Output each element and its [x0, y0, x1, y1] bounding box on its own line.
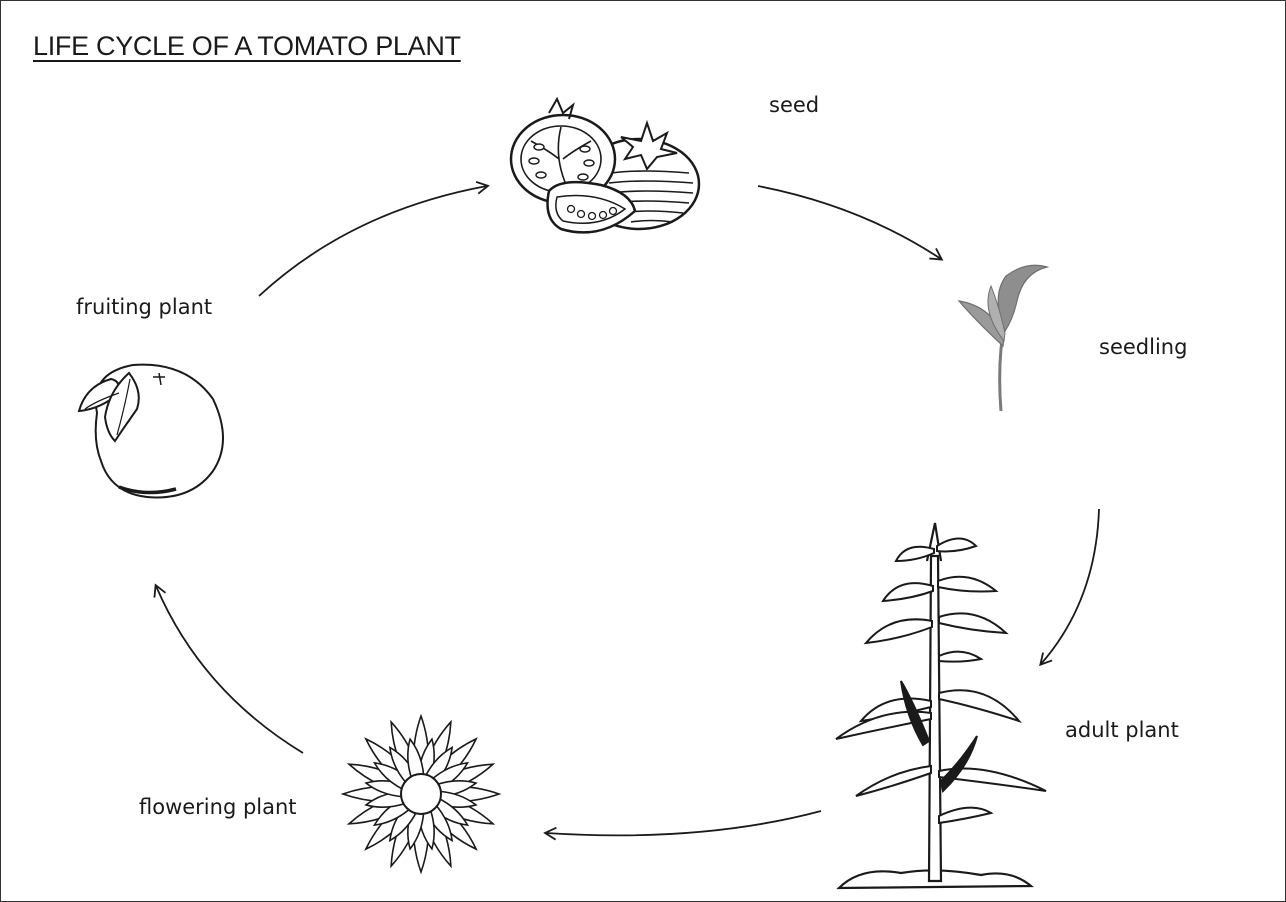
stage-label-flowering-plant: flowering plant	[139, 795, 297, 819]
arrow-adult-to-flowering	[546, 811, 821, 835]
adult-plant-icon	[836, 523, 1046, 888]
tomato-fruit-icon	[79, 365, 223, 498]
arrow-seed-to-seedling	[758, 186, 941, 259]
arrow-flowering-to-fruiting	[156, 586, 303, 753]
flower-icon	[343, 716, 499, 872]
stage-label-adult-plant: adult plant	[1065, 718, 1179, 742]
arrow-seedling-to-adult-plant	[1041, 509, 1099, 664]
stage-label-fruiting-plant: fruiting plant	[76, 295, 212, 319]
arrow-fruiting-to-seed	[259, 186, 487, 296]
seedling-sprout-icon	[959, 265, 1047, 411]
tomato-slices-icon	[511, 99, 699, 232]
stage-label-seed: seed	[769, 93, 819, 117]
stage-label-seedling: seedling	[1099, 335, 1187, 359]
